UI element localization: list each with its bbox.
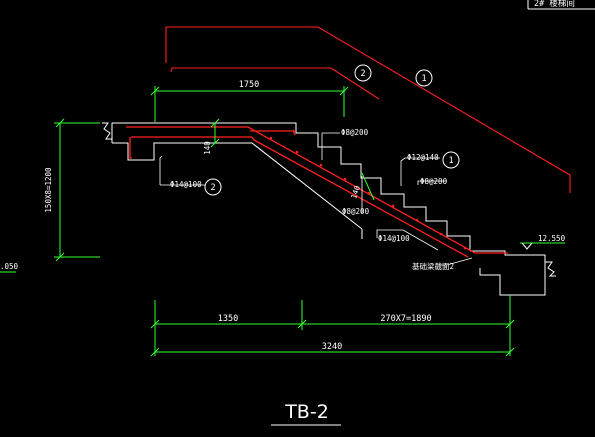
bar-mark-1: 1 xyxy=(415,69,433,87)
dimension-top xyxy=(150,86,349,122)
beam-note: 基础梁截面2 xyxy=(412,261,454,271)
svg-text:1: 1 xyxy=(448,156,453,166)
svg-text:12.550: 12.550 xyxy=(538,234,566,243)
rebar-shape-outlines xyxy=(165,26,571,193)
right-elevation: 12.550 xyxy=(520,234,566,250)
svg-text:2: 2 xyxy=(360,69,365,79)
thickness-dims xyxy=(210,118,375,201)
slab-mark-2: 2 xyxy=(204,178,222,196)
svg-text:1: 1 xyxy=(421,74,426,84)
title-block: 2# 楼梯间 xyxy=(527,0,595,10)
concrete-outline xyxy=(102,122,556,296)
rebar-label-r3: Φ8@200 xyxy=(420,177,448,186)
rebar-dots xyxy=(269,136,467,250)
rebar-label-r2: Φ12@140 xyxy=(407,153,439,162)
bar-mark-2: 2 xyxy=(354,64,372,82)
dimension-total-label: 3240 xyxy=(322,342,342,352)
rebar-label-r1: Φ8@200 xyxy=(341,128,369,137)
thickness-slab-label: 140 xyxy=(349,184,362,200)
drawing-title: TB-2 xyxy=(271,401,341,426)
rebar-label-r6: Φ14@100 xyxy=(170,180,202,189)
dimension-bottom-left-label: 1350 xyxy=(218,314,238,324)
rebar-lines xyxy=(126,126,508,258)
svg-text:.050: .050 xyxy=(0,262,19,271)
rebar-leaders xyxy=(159,132,473,266)
dimension-top-label: 1750 xyxy=(239,80,259,90)
svg-text:TB-2: TB-2 xyxy=(284,401,329,423)
dimension-height xyxy=(54,118,100,262)
svg-text:2: 2 xyxy=(210,183,215,193)
rebar-label-r4: Φ8@200 xyxy=(342,207,370,216)
thickness-top-label: 140 xyxy=(203,141,212,155)
top-right-label: 2# 楼梯间 xyxy=(534,0,575,9)
dimension-height-label: 150X8=1200 xyxy=(44,167,53,213)
dimension-bottom xyxy=(150,295,515,357)
left-elevation: .050 xyxy=(0,262,19,273)
dimension-bottom-right-label: 270X7=1890 xyxy=(380,314,431,324)
rebar-label-r5: Φ14@100 xyxy=(378,234,410,243)
slab-mark-1: 1 xyxy=(442,151,460,169)
